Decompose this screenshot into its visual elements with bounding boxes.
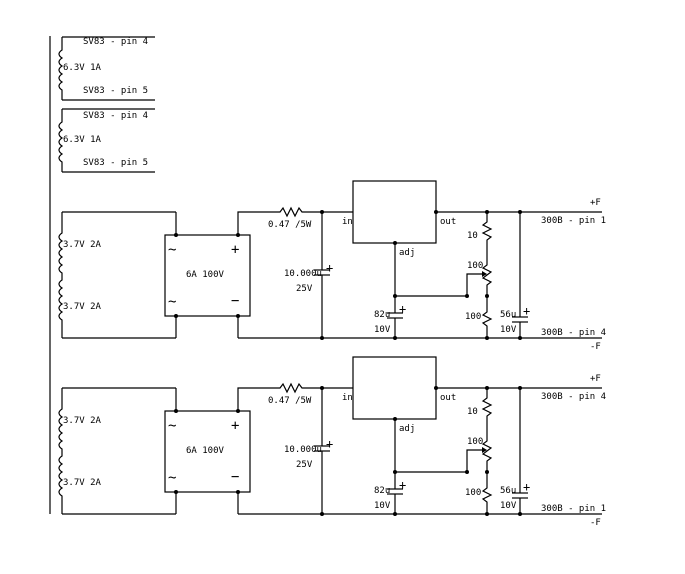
out-pos-sign: +F [590, 374, 601, 384]
rectifier-minus: − [231, 293, 239, 309]
heater-2-top-label: SV83 - pin 4 [83, 111, 148, 121]
out-cap-value: 56u [500, 486, 516, 496]
main-cap-voltage: 25V [296, 284, 313, 294]
voltage-regulator [352, 356, 437, 420]
pot-wiper [395, 273, 482, 297]
out-neg-pin: 300B - pin 1 [541, 504, 606, 514]
main-cap-plus: + [326, 261, 333, 275]
heater-2-rating: 6.3V 1A [63, 135, 102, 145]
heater-1-rating: 6.3V 1A [63, 63, 102, 73]
pot-label: 100 [467, 437, 483, 447]
secondary-winding [58, 388, 64, 514]
adj-cap-plus: + [399, 478, 406, 492]
winding-b-label: 3.7V 2A [63, 302, 102, 312]
out-cap-value: 56u [500, 310, 516, 320]
rectifier-rating: 6A 100V [186, 446, 225, 456]
supply-2: 3.7V 2A 3.7V 2A ~ ~ + − 6A 100V 0.47 /5W… [58, 356, 606, 528]
heater-1-bottom-label: SV83 - pin 5 [83, 86, 148, 96]
winding-a-label: 3.7V 2A [63, 416, 102, 426]
main-cap-voltage: 25V [296, 460, 313, 470]
heater-winding-2: SV83 - pin 4 6.3V 1A SV83 - pin 5 [58, 108, 155, 173]
regulator-out: out [440, 217, 456, 227]
ac-bottom-symbol: ~ [168, 470, 176, 486]
r-lower-label: 100 [465, 312, 481, 322]
out-cap-voltage: 10V [500, 325, 517, 335]
regulator-in: in [342, 217, 353, 227]
r-upper-label: 10 [467, 231, 478, 241]
pot-label: 100 [467, 261, 483, 271]
ac-top-symbol: ~ [168, 418, 176, 434]
heater-2-bottom-label: SV83 - pin 5 [83, 158, 148, 168]
rectifier-rating: 6A 100V [186, 270, 225, 280]
regulator-adj: adj [399, 248, 415, 258]
adj-cap-value: 82u [374, 310, 390, 320]
out-pos-pin: 300B - pin 4 [541, 392, 606, 402]
heater-1-top-label: SV83 - pin 4 [83, 37, 148, 47]
voltage-regulator [352, 180, 437, 244]
regulator-in: in [342, 393, 353, 403]
heater-winding-1: SV83 - pin 4 6.3V 1A SV83 - pin 5 [58, 36, 155, 101]
bridge-rectifier [164, 234, 251, 317]
divider-resistors [481, 212, 493, 338]
series-resistor [237, 382, 353, 411]
adj-cap-voltage: 10V [374, 501, 391, 511]
divider-resistors [481, 388, 493, 514]
out-neg-pin: 300B - pin 4 [541, 328, 606, 338]
rectifier-minus: − [231, 469, 239, 485]
out-pos-pin: 300B - pin 1 [541, 216, 606, 226]
main-cap-value: 10.000u [284, 445, 322, 455]
resistor-label: 0.47 /5W [268, 396, 312, 406]
out-pos-sign: +F [590, 198, 601, 208]
rectifier-plus: + [231, 418, 239, 434]
secondary-winding [58, 212, 64, 338]
out-cap-plus: + [523, 304, 530, 318]
bridge-rectifier [164, 410, 251, 493]
resistor-label: 0.47 /5W [268, 220, 312, 230]
ac-top-symbol: ~ [168, 242, 176, 258]
r-upper-label: 10 [467, 407, 478, 417]
out-cap-voltage: 10V [500, 501, 517, 511]
regulator-adj: adj [399, 424, 415, 434]
out-cap-plus: + [523, 480, 530, 494]
main-cap-plus: + [326, 437, 333, 451]
rectifier-plus: + [231, 242, 239, 258]
adj-cap-voltage: 10V [374, 325, 391, 335]
main-cap-value: 10.000u [284, 269, 322, 279]
regulator-out: out [440, 393, 456, 403]
winding-b-label: 3.7V 2A [63, 478, 102, 488]
adj-cap-plus: + [399, 302, 406, 316]
ac-bottom-symbol: ~ [168, 294, 176, 310]
adj-cap-value: 82u [374, 486, 390, 496]
r-lower-label: 100 [465, 488, 481, 498]
series-resistor [237, 206, 353, 235]
out-neg-sign: -F [590, 342, 601, 352]
pot-wiper [395, 449, 482, 473]
winding-a-label: 3.7V 2A [63, 240, 102, 250]
supply-1: 3.7V 2A 3.7V 2A ~ ~ + − 6A 100V 0.47 /5W… [58, 180, 606, 352]
out-neg-sign: -F [590, 518, 601, 528]
